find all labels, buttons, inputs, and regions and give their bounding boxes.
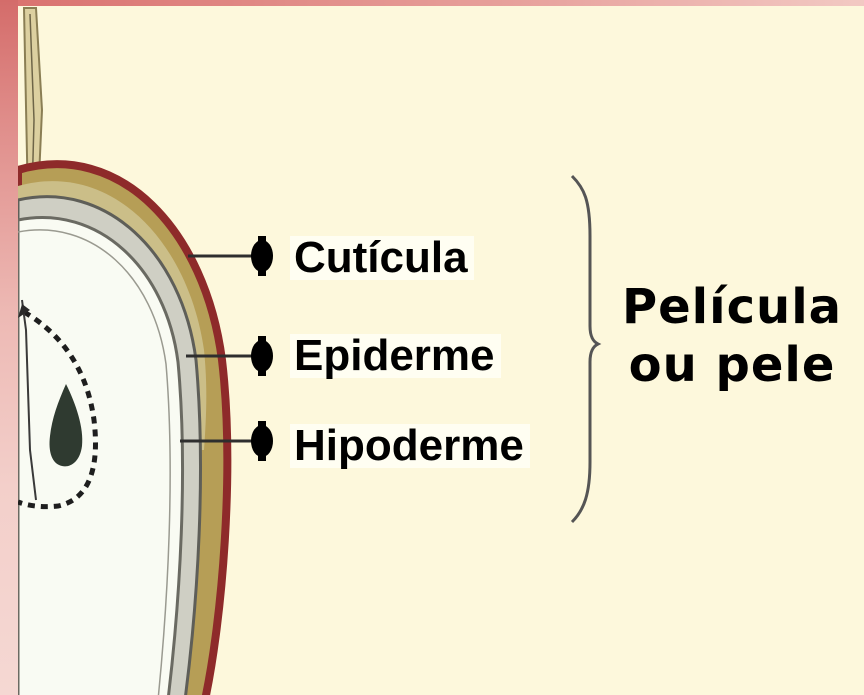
group-label-line2: ou pele	[612, 336, 852, 394]
bullet-marker-epiderme	[251, 336, 273, 376]
group-label-line1: Película	[612, 278, 852, 336]
label-epiderme: Epiderme	[290, 334, 501, 378]
label-hipoderme: Hipoderme	[290, 424, 530, 468]
grouping-brace	[572, 176, 598, 522]
bullet-marker-hipoderme	[251, 421, 273, 461]
label-cuticula: Cutícula	[290, 236, 474, 280]
slide-left-border	[0, 0, 18, 695]
group-label-pelicula: Película ou pele	[612, 278, 852, 394]
bullet-marker-cuticula	[251, 236, 273, 276]
